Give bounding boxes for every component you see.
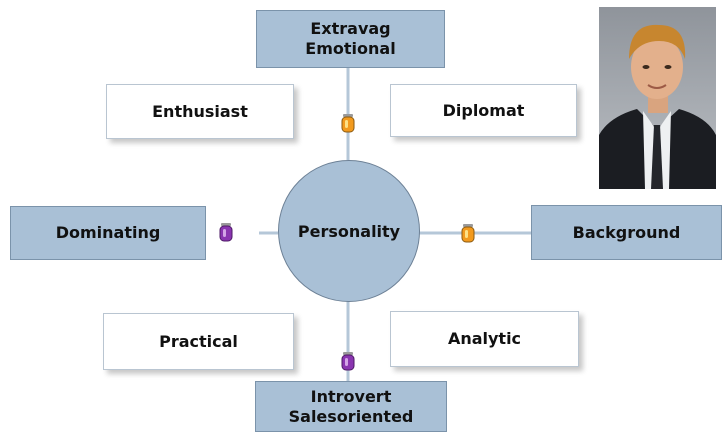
node-top[interactable]: Extravag Emotional <box>256 10 445 68</box>
node-right-label: Background <box>572 222 681 242</box>
quadrant-top-right[interactable]: Diplomat <box>390 84 577 137</box>
node-left[interactable]: Dominating <box>10 206 206 260</box>
node-top-line2: Emotional <box>305 39 396 58</box>
purple-jar-icon <box>341 352 355 371</box>
quadrant-top-left[interactable]: Enthusiast <box>106 84 294 139</box>
orange-jar-icon <box>341 114 355 133</box>
center-label: Personality <box>297 221 401 241</box>
center-circle[interactable]: Personality <box>278 160 420 302</box>
quadrant-bottom-left[interactable]: Practical <box>103 313 294 370</box>
purple-jar-icon <box>219 223 233 242</box>
node-right[interactable]: Background <box>531 205 722 260</box>
node-top-line1: Extravag <box>310 19 391 38</box>
orange-jar-icon <box>461 224 475 243</box>
node-left-label: Dominating <box>55 223 161 242</box>
quadrant-bottom-right[interactable]: Analytic <box>390 311 579 367</box>
quadrant-bottom-left-label: Practical <box>159 331 238 351</box>
node-bottom[interactable]: Introvert Salesoriented <box>255 381 447 432</box>
quadrant-top-right-label: Diplomat <box>442 100 525 120</box>
quadrant-top-left-label: Enthusiast <box>152 101 248 121</box>
portrait-photo <box>599 7 716 189</box>
quadrant-bottom-right-label: Analytic <box>447 329 522 348</box>
node-bottom-line1: Introvert <box>310 386 392 406</box>
node-bottom-line2: Salesoriented <box>288 406 414 426</box>
